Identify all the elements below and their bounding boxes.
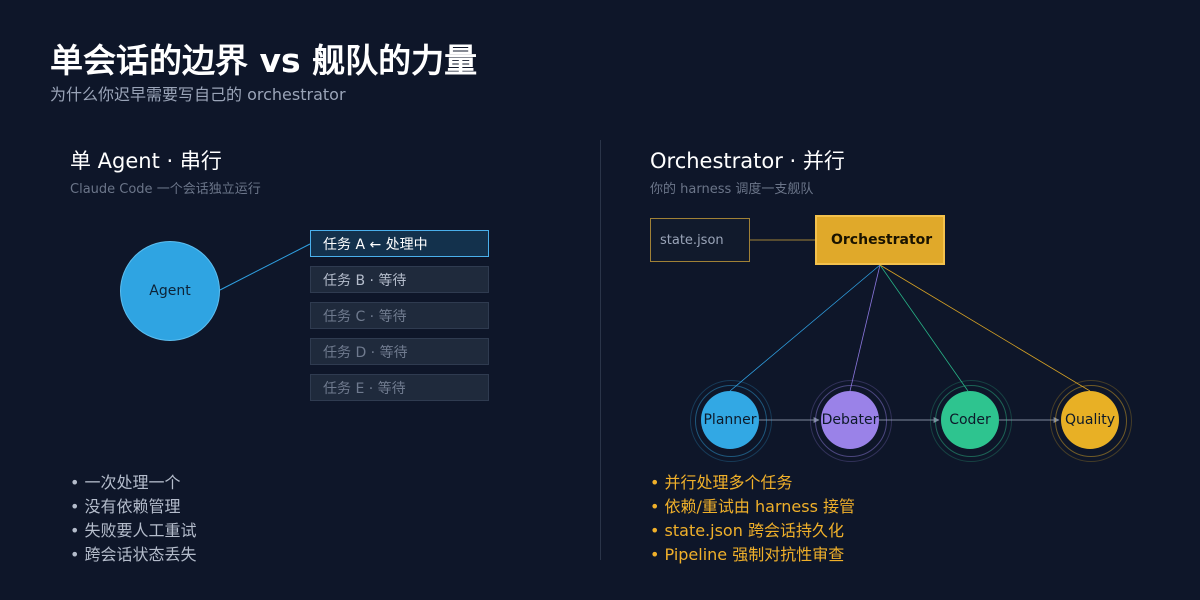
state-json-box: state.json <box>650 218 750 262</box>
task-b: 任务 B · 等待 <box>310 266 489 293</box>
right-panel-subtitle: 你的 harness 调度一支舰队 <box>650 182 814 197</box>
task-e: 任务 E · 等待 <box>310 374 489 401</box>
node-label: Coder <box>949 412 991 428</box>
bullet-item: • Pipeline 强制对抗性审查 <box>650 545 845 564</box>
node-label: Debater <box>821 412 879 428</box>
bullet-item: • 没有依赖管理 <box>70 497 181 516</box>
planner-node: Planner <box>701 391 759 449</box>
quality-node: Quality <box>1061 391 1119 449</box>
left-panel-title: 单 Agent · 串行 <box>70 149 222 173</box>
agent-task-link <box>219 243 311 291</box>
coder-node: Coder <box>941 391 999 449</box>
orch-debater-link <box>849 264 881 392</box>
node-label: Planner <box>703 412 757 428</box>
task-d: 任务 D · 等待 <box>310 338 489 365</box>
orch-planner-link <box>729 264 881 392</box>
agent-node: Agent <box>120 241 220 341</box>
node-label: Quality <box>1064 412 1116 428</box>
bullet-item: • 依赖/重试由 harness 接管 <box>650 497 855 516</box>
orch-quality-link <box>879 264 1091 392</box>
bullet-item: • 一次处理一个 <box>70 473 181 492</box>
state-json-label: state.json <box>660 232 724 248</box>
page-title: 单会话的边界 vs 舰队的力量 <box>50 41 478 80</box>
task-label: 任务 C · 等待 <box>323 308 407 325</box>
task-c: 任务 C · 等待 <box>310 302 489 329</box>
orchestrator-label: Orchestrator <box>831 232 933 248</box>
task-label: 任务 D · 等待 <box>323 344 408 361</box>
bullet-item: • 失败要人工重试 <box>70 521 197 540</box>
orchestrator-box: Orchestrator <box>815 215 945 265</box>
orch-coder-link <box>879 264 969 392</box>
left-panel-subtitle: Claude Code 一个会话独立运行 <box>70 182 261 197</box>
task-label: 任务 A ← 处理中 <box>323 236 428 253</box>
agent-label: Agent <box>149 283 191 299</box>
bullet-item: • state.json 跨会话持久化 <box>650 521 844 540</box>
debater-node: Debater <box>821 391 879 449</box>
task-label: 任务 E · 等待 <box>323 380 406 397</box>
task-a: 任务 A ← 处理中 <box>310 230 489 257</box>
bullet-item: • 并行处理多个任务 <box>650 473 793 492</box>
page-subtitle: 为什么你迟早需要写自己的 orchestrator <box>50 85 346 104</box>
right-panel-title: Orchestrator · 并行 <box>650 149 845 173</box>
right-bullet-list: • 并行处理多个任务 • 依赖/重试由 harness 接管 • state.j… <box>650 471 855 567</box>
bullet-item: • 跨会话状态丢失 <box>70 545 197 564</box>
panel-divider <box>600 140 601 560</box>
left-bullet-list: • 一次处理一个 • 没有依赖管理 • 失败要人工重试 • 跨会话状态丢失 <box>70 471 197 567</box>
task-label: 任务 B · 等待 <box>323 272 407 289</box>
